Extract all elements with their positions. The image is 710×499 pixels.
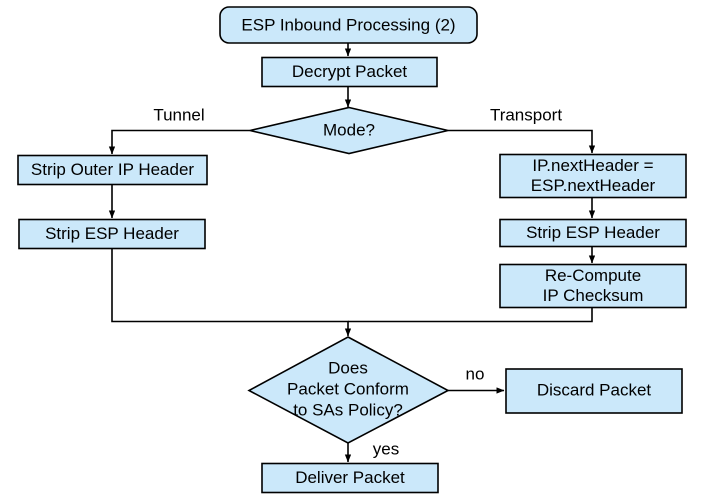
node-mode-decision[interactable]: Mode? — [249, 106, 449, 155]
edge-conform-to-discard: no — [448, 364, 505, 394]
node-decrypt-label: Decrypt Packet — [292, 62, 408, 81]
node-conform-line2: Packet Conform — [287, 379, 409, 398]
edge-label-no: no — [466, 364, 485, 383]
node-next-header-line1: IP.nextHeader = — [532, 156, 653, 175]
node-recompute-line1: Re-Compute — [545, 266, 641, 285]
edge-label-transport: Transport — [490, 105, 562, 124]
node-mode-label: Mode? — [323, 120, 375, 139]
edge-conform-to-deliver: yes — [344, 439, 399, 463]
edge-tunnel-merge-to-conform — [111, 248, 352, 337]
node-discard-label: Discard Packet — [537, 380, 652, 399]
node-conform-line3: to SAs Policy? — [293, 400, 403, 419]
node-next-header-assign[interactable]: IP.nextHeader = ESP.nextHeader — [499, 153, 687, 199]
node-strip-outer-ip-label: Strip Outer IP Header — [31, 160, 194, 179]
node-recompute-line2: IP Checksum — [543, 286, 644, 305]
edge-label-tunnel: Tunnel — [153, 105, 204, 124]
node-strip-outer-ip-header[interactable]: Strip Outer IP Header — [17, 154, 208, 186]
node-deliver-label: Deliver Packet — [295, 468, 405, 487]
node-strip-esp-tunnel-label: Strip ESP Header — [45, 224, 179, 243]
node-decrypt-packet[interactable]: Decrypt Packet — [261, 56, 438, 88]
edge-label-yes: yes — [373, 439, 399, 458]
node-recompute-ip-checksum[interactable]: Re-Compute IP Checksum — [499, 263, 687, 309]
node-conform-line1: Does — [328, 358, 368, 377]
node-start-terminator[interactable]: ESP Inbound Processing (2) — [219, 6, 478, 44]
edge-mode-to-next-header: Transport — [448, 105, 596, 154]
node-discard-packet[interactable]: Discard Packet — [505, 368, 683, 414]
node-strip-esp-header-transport[interactable]: Strip ESP Header — [499, 218, 687, 248]
node-strip-esp-transport-label: Strip ESP Header — [526, 223, 660, 242]
node-next-header-line2: ESP.nextHeader — [531, 176, 656, 195]
node-strip-esp-header-tunnel[interactable]: Strip ESP Header — [18, 218, 206, 250]
edge-mode-to-strip-outer-ip: Tunnel — [108, 105, 250, 155]
node-conform-decision[interactable]: Does Packet Conform to SAs Policy? — [247, 336, 450, 444]
node-start-label: ESP Inbound Processing (2) — [241, 15, 455, 34]
edge-transport-merge-to-conform — [348, 308, 593, 323]
node-deliver-packet[interactable]: Deliver Packet — [261, 462, 439, 494]
